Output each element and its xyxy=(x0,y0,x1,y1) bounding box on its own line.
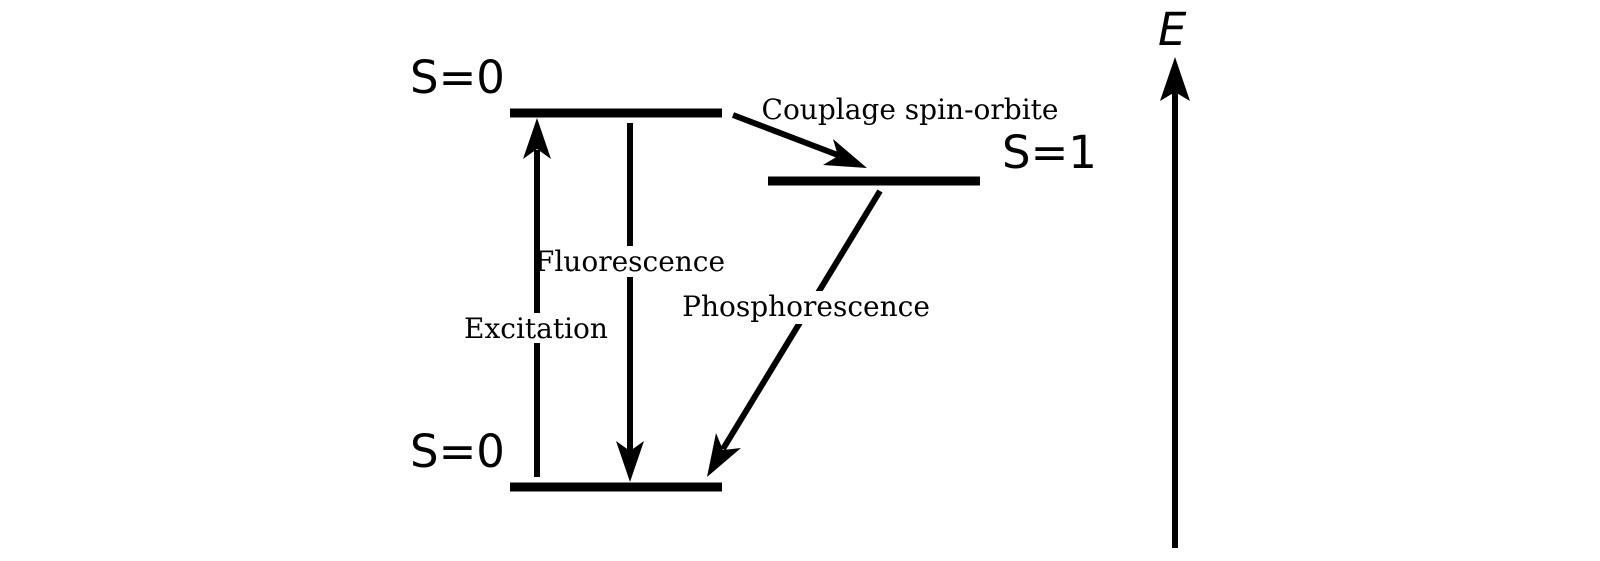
fluorescence-arrowhead xyxy=(616,441,644,482)
phosphorescence-label-backing xyxy=(697,291,915,324)
spin-orbit-coupling-arrowhead xyxy=(823,139,867,168)
spin-orbit-coupling-arrow-shaft xyxy=(731,112,845,160)
phosphorescence-label: Phosphorescence xyxy=(682,290,930,323)
excitation-label: Excitation xyxy=(464,312,608,345)
spin-orbit-coupling-label: Couplage spin-orbite xyxy=(762,93,1059,126)
excitation-arrowhead xyxy=(523,118,551,159)
fluorescence-label: Fluorescence xyxy=(535,245,725,278)
excited-singlet-label: S=0 xyxy=(410,51,505,104)
fluorescence-label-backing xyxy=(548,246,712,277)
excitation-label-backing xyxy=(472,313,600,343)
energy-axis-label: E xyxy=(1158,3,1187,56)
ground-singlet-label: S=0 xyxy=(410,425,505,478)
energy-axis-arrowhead xyxy=(1160,57,1190,101)
triplet-label: S=1 xyxy=(1002,126,1097,179)
phosphorescence-arrowhead xyxy=(707,433,741,477)
